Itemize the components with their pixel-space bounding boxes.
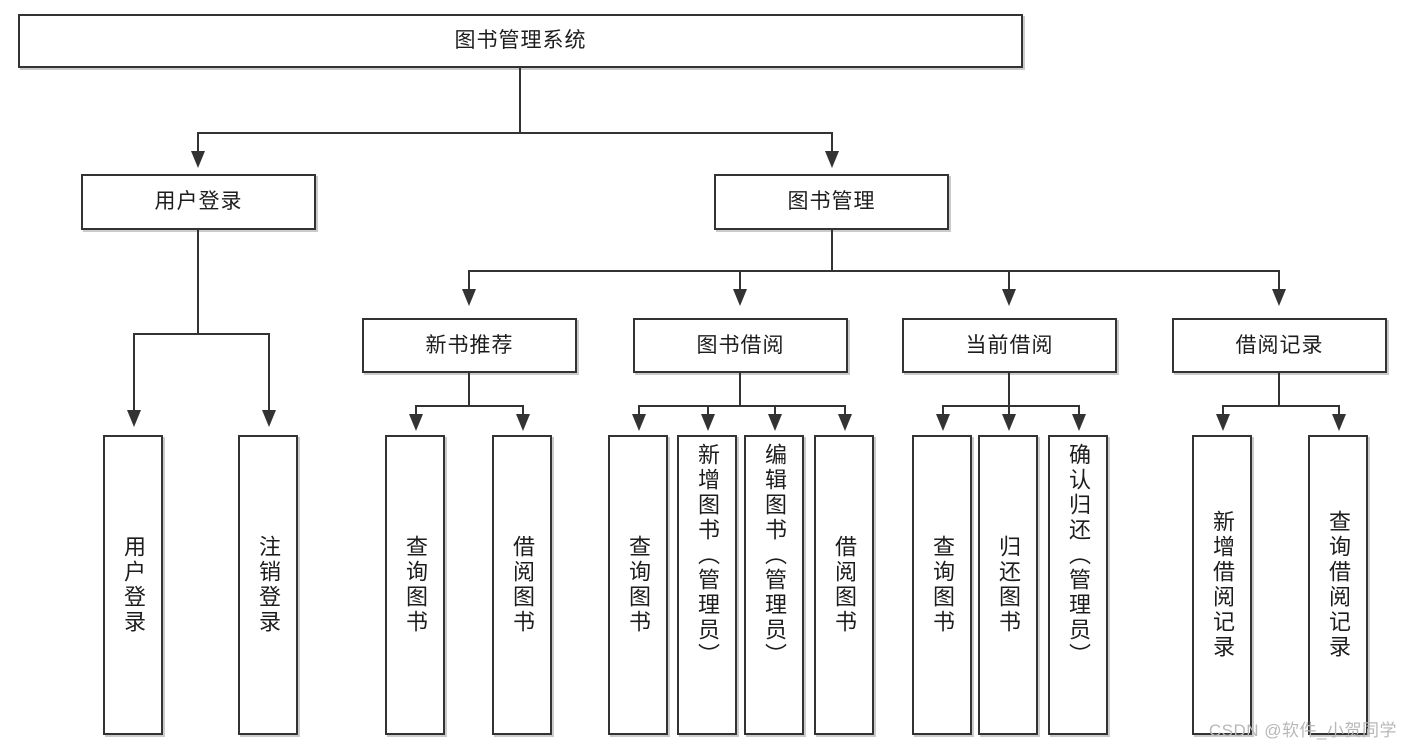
connector-root-to-book-manage [831,132,833,154]
leaf-book-borrow-add-label: 新增图书（管理员） [695,443,720,668]
node-book-borrow[interactable]: 图书借阅 [633,318,848,373]
connector-bm-child-1 [468,270,470,292]
connector-bb-stem [739,373,741,407]
leaf-current-borrow-return[interactable]: 归还图书 [978,435,1038,735]
connector-bb-child-4 [844,405,846,419]
arrow-bb-child-3 [768,414,782,431]
node-current-borrow-label: 当前借阅 [965,333,1054,357]
connector-user-login-stem [197,230,199,334]
arrow-bm-child-2 [733,289,747,306]
leaf-current-borrow-query-label: 查询图书 [930,535,955,635]
leaf-current-borrow-confirm-label: 确认归还（管理员） [1066,443,1091,668]
connector-cb-child-1 [942,405,944,419]
leaf-borrow-record-query[interactable]: 查询借阅记录 [1308,435,1368,735]
connector-bb-child-1 [638,405,640,419]
connector-br-child-1 [1222,405,1224,419]
leaf-current-borrow-confirm[interactable]: 确认归还（管理员） [1048,435,1108,735]
node-root[interactable]: 图书管理系统 [18,14,1023,68]
connector-bm-child-4 [1278,270,1280,292]
connector-book-management-stem [831,230,833,272]
leaf-borrow-record-add-label: 新增借阅记录 [1210,510,1235,660]
connector-nbr-stem [468,373,470,407]
arrow-user-login-child-1 [127,410,141,427]
connector-user-login-child-1 [133,333,135,413]
node-new-book-recommend-label: 新书推荐 [425,333,514,357]
arrow-bb-child-4 [838,414,852,431]
connector-nbr-bar [415,405,522,407]
node-book-management[interactable]: 图书管理 [714,174,949,230]
connector-user-login-child-2 [268,333,270,413]
arrow-bb-child-1 [632,414,646,431]
connector-cb-child-2 [1008,405,1010,419]
arrow-nbr-child-1 [409,414,423,431]
leaf-new-book-borrow[interactable]: 借阅图书 [492,435,552,735]
connector-root-to-user-login [197,132,199,154]
connector-br-stem [1278,373,1280,407]
connector-book-management-bar [468,270,1280,272]
connector-bb-child-3 [774,405,776,419]
connector-nbr-child-2 [522,405,524,419]
leaf-new-book-query-label: 查询图书 [403,535,428,635]
leaf-borrow-record-query-label: 查询借阅记录 [1326,510,1351,660]
node-current-borrow[interactable]: 当前借阅 [902,318,1117,373]
arrow-user-login-child-2 [262,410,276,427]
arrow-cb-child-1 [936,414,950,431]
leaf-user-login-login[interactable]: 用户登录 [103,435,163,735]
connector-cb-stem [1008,373,1010,407]
leaf-new-book-borrow-label: 借阅图书 [510,535,535,635]
leaf-user-login-logout[interactable]: 注销登录 [238,435,298,735]
leaf-book-borrow-borrow-label: 借阅图书 [832,535,857,635]
arrow-cb-child-2 [1002,414,1016,431]
node-book-borrow-label: 图书借阅 [696,333,785,357]
leaf-book-borrow-edit-label: 编辑图书（管理员） [762,443,787,668]
arrow-nbr-child-2 [516,414,530,431]
arrow-br-child-2 [1332,414,1346,431]
arrow-br-child-1 [1216,414,1230,431]
connector-cb-child-3 [1078,405,1080,419]
leaf-book-borrow-add[interactable]: 新增图书（管理员） [677,435,737,735]
arrow-bm-child-4 [1272,289,1286,306]
connector-root-stem [519,68,521,133]
leaf-book-borrow-borrow[interactable]: 借阅图书 [814,435,874,735]
arrow-root-to-book-manage [825,151,839,168]
arrow-bm-child-1 [462,289,476,306]
node-user-login[interactable]: 用户登录 [81,174,316,230]
node-book-management-label: 图书管理 [787,190,876,214]
node-user-login-label: 用户登录 [154,190,243,214]
leaf-user-login-logout-label: 注销登录 [256,535,281,635]
arrow-cb-child-3 [1072,414,1086,431]
connector-br-bar [1222,405,1338,407]
connector-bm-child-3 [1008,270,1010,292]
node-new-book-recommend[interactable]: 新书推荐 [362,318,577,373]
leaf-book-borrow-query[interactable]: 查询图书 [608,435,668,735]
connector-bm-child-2 [739,270,741,292]
leaf-book-borrow-query-label: 查询图书 [626,535,651,635]
leaf-borrow-record-add[interactable]: 新增借阅记录 [1192,435,1252,735]
arrow-root-to-user-login [191,151,205,168]
arrow-bb-child-2 [701,414,715,431]
connector-bb-bar [638,405,844,407]
leaf-current-borrow-return-label: 归还图书 [996,535,1021,635]
leaf-user-login-login-label: 用户登录 [121,535,146,635]
leaf-new-book-query[interactable]: 查询图书 [385,435,445,735]
csdn-watermark: CSDN @软件_小贺同学 [1208,721,1397,740]
node-root-label: 图书管理系统 [454,29,587,53]
connector-root-bar [197,132,833,134]
connector-cb-bar [942,405,1078,407]
node-borrow-record-label: 借阅记录 [1235,333,1324,357]
connector-nbr-child-1 [415,405,417,419]
arrow-bm-child-3 [1002,289,1016,306]
connector-bb-child-2 [707,405,709,419]
connector-user-login-bar [133,333,268,335]
leaf-book-borrow-edit[interactable]: 编辑图书（管理员） [744,435,804,735]
node-borrow-record[interactable]: 借阅记录 [1172,318,1387,373]
connector-br-child-2 [1338,405,1340,419]
leaf-current-borrow-query[interactable]: 查询图书 [912,435,972,735]
